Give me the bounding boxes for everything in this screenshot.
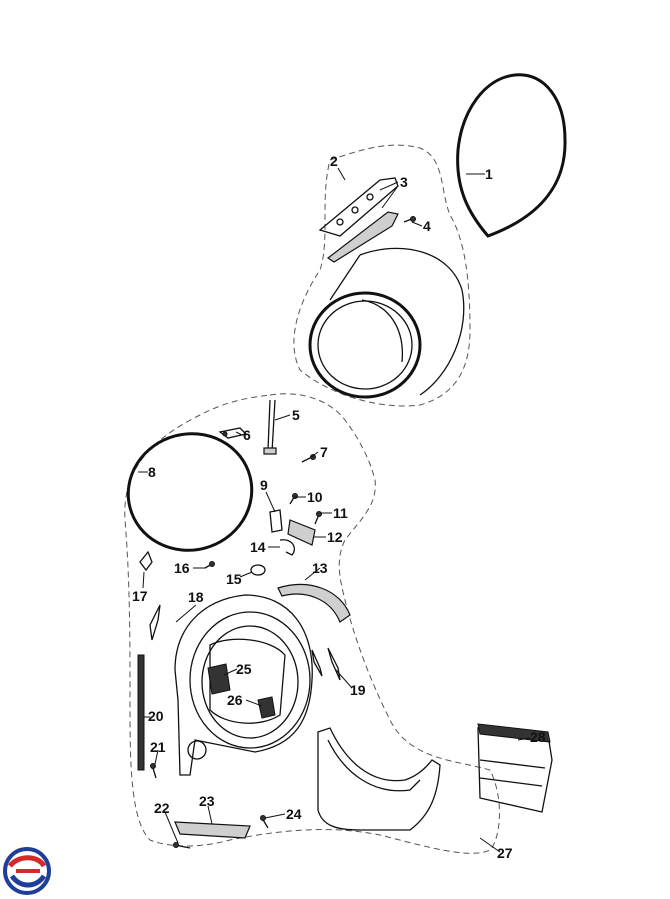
part-25-filter: [207, 663, 231, 695]
part-13-trim: [277, 583, 351, 623]
part-7-screw-head: [310, 454, 316, 460]
callout-7: 7: [320, 444, 328, 460]
callout-18: 18: [188, 589, 204, 605]
part-24-screw-head: [260, 815, 266, 821]
part-17-clip: [139, 550, 153, 572]
callout-21: 21: [150, 739, 166, 755]
part-2-hole: [351, 206, 359, 214]
part-22-screw-head: [173, 842, 179, 848]
part-15-washer: [250, 564, 266, 576]
group-outline-front-panel: [124, 393, 500, 854]
part-1-door-gasket: [456, 73, 567, 238]
part-14-lever: [279, 539, 295, 556]
base-panel-inner: [327, 739, 421, 792]
callout-17: 17: [132, 588, 148, 604]
part-21-screw-head: [150, 763, 156, 769]
callout-19: 19: [350, 682, 366, 698]
part-9-bracket: [269, 509, 283, 533]
part-8-front-seal: [126, 432, 254, 552]
callout-4: 4: [423, 218, 431, 234]
part-12-door-switch: [287, 519, 316, 546]
callout-14: 14: [250, 539, 266, 555]
callout-16: 16: [174, 560, 190, 576]
part-11-screw-head: [316, 511, 322, 517]
callout-25: 25: [236, 661, 252, 677]
callout-12: 12: [327, 529, 343, 545]
callout-3: 3: [400, 174, 408, 190]
part-20-strip: [137, 654, 145, 771]
part-10-screw-head: [292, 493, 298, 499]
brand-swirl-logo: [3, 847, 51, 895]
part-26-filter: [257, 696, 276, 719]
callout-1: 1: [485, 166, 493, 182]
callout-11: 11: [333, 505, 348, 521]
callout-26: 26: [227, 692, 243, 708]
leader-lines: [138, 167, 531, 853]
part-28-lint-screen: [477, 723, 553, 813]
base-panel: [317, 727, 441, 831]
callout-23: 23: [199, 793, 215, 809]
callout-9: 9: [260, 477, 268, 493]
callout-2: 2: [330, 153, 338, 169]
callout-10: 10: [307, 489, 323, 505]
group-outline-drum: [293, 144, 471, 407]
callout-28: 28: [530, 729, 546, 745]
part-16-screw-head: [209, 561, 215, 567]
part-5-wire: [267, 399, 276, 453]
part-23-bottom-trim: [174, 821, 251, 839]
part-19-clip: [311, 649, 323, 677]
callout-13: 13: [312, 560, 328, 576]
part-2-baffle: [318, 177, 399, 237]
part-4-screw-head: [410, 216, 416, 222]
callout-24: 24: [286, 806, 302, 822]
callout-8: 8: [148, 464, 156, 480]
callout-5: 5: [292, 407, 300, 423]
part-5-connector: [263, 447, 277, 455]
callout-6: 6: [243, 427, 251, 443]
part-3-baffle-cover: [326, 211, 399, 263]
part-19-clip: [327, 647, 341, 681]
callout-27: 27: [497, 845, 513, 861]
front-panel-assembly: [174, 594, 313, 776]
callout-20: 20: [148, 708, 164, 724]
callout-15: 15: [226, 571, 242, 587]
part-18-clip: [149, 604, 161, 641]
part-6-clip-hole: [222, 431, 228, 437]
dryer-drum: [308, 247, 465, 399]
part-2-hole: [366, 193, 374, 201]
part-2-hole: [336, 218, 344, 226]
callout-22: 22: [154, 800, 170, 816]
